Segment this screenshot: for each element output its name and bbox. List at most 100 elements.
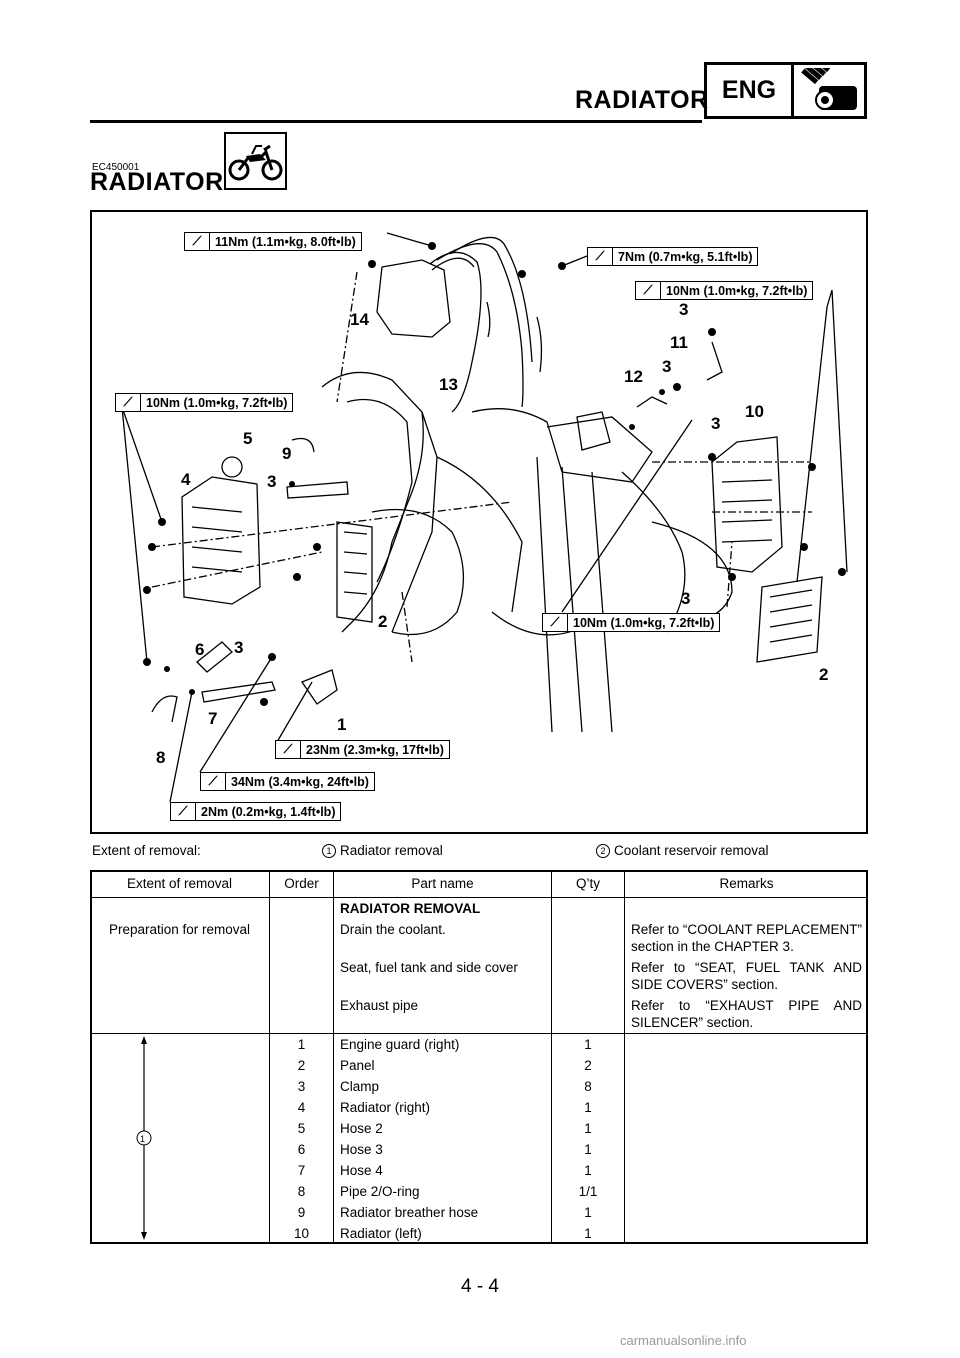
table-row: Preparation for removal Drain the coolan… [90,919,868,957]
torque-spec-4: ⟋10Nm (1.0m•kg, 7.2ft•lb) [115,393,294,412]
part-cell: Engine guard (right) [333,1033,552,1055]
exploded-view-diagram: ⟋11Nm (1.1m•kg, 8.0ft•lb) ⟋7Nm (0.7m•kg,… [90,210,868,834]
qty-cell: 8 [551,1076,625,1097]
table-row: RADIATOR REMOVAL [90,897,868,919]
prep-part: Drain the coolant. [333,919,552,957]
qty-cell: 1 [551,1033,625,1055]
callout-9: 9 [282,444,292,463]
part-cell: Hose 4 [333,1160,552,1181]
wrench-icon: ⟋ [588,248,613,265]
order-cell: 5 [269,1118,334,1139]
callout-8: 8 [156,748,166,767]
col-header-extent: Extent of removal [90,870,270,898]
callout-12: 12 [624,367,643,386]
parts-table: Extent of removal Order Part name Q’ty R… [90,870,868,1244]
extent-range-cell: 1 [90,1033,270,1244]
eng-badge-label: ENG [707,65,794,116]
part-cell: Panel [333,1055,552,1076]
extent-item-1-text: Radiator removal [340,843,443,858]
wrench-icon: ⟋ [276,741,301,758]
col-header-remarks: Remarks [624,870,868,898]
engine-icon [794,65,864,116]
callout-3: 3 [267,472,277,491]
wrench-icon: ⟋ [201,773,226,790]
callout-10: 10 [745,402,764,421]
qty-cell: 1 [551,1097,625,1118]
qty-cell: 1 [551,1202,625,1223]
qty-cell: 1 [551,1160,625,1181]
part-cell: Clamp [333,1076,552,1097]
torque-spec-7: ⟋34Nm (3.4m•kg, 24ft•lb) [200,772,375,791]
table-header-row: Extent of removal Order Part name Q’ty R… [90,870,868,898]
qty-cell: 2 [551,1055,625,1076]
wrench-icon: ⟋ [543,614,568,631]
part-cell: Hose 2 [333,1118,552,1139]
callout-5: 5 [243,429,253,448]
callout-13: 13 [439,375,458,394]
callout-3: 3 [681,589,691,608]
callout-6: 6 [195,640,205,659]
prep-remarks: Refer to “EXHAUST PIPE AND SILENCER” sec… [631,998,862,1030]
wrench-icon: ⟋ [171,803,196,820]
col-header-order: Order [269,870,334,898]
part-cell: Pipe 2/O-ring [333,1181,552,1202]
qty-cell: 1 [551,1118,625,1139]
order-cell: 3 [269,1076,334,1097]
diagram-drawing [121,232,848,803]
qty-cell: 1/1 [551,1181,625,1202]
eng-badge: ENG [704,62,867,119]
order-cell: 8 [269,1181,334,1202]
prep-remarks: Refer to “COOLANT REPLACEMENT” section i… [631,922,862,954]
callout-1: 1 [337,715,347,734]
wrench-icon: ⟋ [636,282,661,299]
marker-1-icon: 1 [322,844,336,858]
callout-3: 3 [711,414,721,433]
wrench-icon: ⟋ [185,233,210,250]
callout-11: 11 [670,333,688,352]
section-header-title: RADIATOR [575,86,709,114]
qty-cell: 1 [551,1223,625,1244]
callout-2: 2 [819,665,829,684]
torque-spec-5: ⟋10Nm (1.0m•kg, 7.2ft•lb) [542,613,721,632]
part-cell: Radiator breather hose [333,1202,552,1223]
callout-14: 14 [350,310,369,329]
callout-3: 3 [234,638,244,657]
part-cell: Radiator (left) [333,1223,552,1244]
col-header-part: Part name [333,870,552,898]
prep-part: Exhaust pipe [333,995,552,1034]
extent-item-2-text: Coolant reservoir removal [614,843,769,858]
torque-spec-3: ⟋10Nm (1.0m•kg, 7.2ft•lb) [635,281,814,300]
prep-label: Preparation for removal [90,919,270,957]
torque-spec-2: ⟋7Nm (0.7m•kg, 5.1ft•lb) [587,247,759,266]
torque-spec-1: ⟋11Nm (1.1m•kg, 8.0ft•lb) [184,232,362,251]
torque-spec-6: ⟋23Nm (2.3m•kg, 17ft•lb) [275,740,450,759]
motocross-bike-icon [224,132,287,190]
callout-3: 3 [662,357,672,376]
qty-cell: 1 [551,1139,625,1160]
callout-2: 2 [378,612,388,631]
table-row: Seat, fuel tank and side cover Refer to … [90,957,868,995]
part-cell: Hose 3 [333,1139,552,1160]
prep-part: Seat, fuel tank and side cover [333,957,552,995]
extent-label: Extent of removal: [92,843,201,858]
watermark: carmanualsonline.info [620,1333,747,1348]
part-cell: Radiator (right) [333,1097,552,1118]
wrench-icon: ⟋ [116,394,141,411]
order-cell: 7 [269,1160,334,1181]
col-header-qty: Q’ty [551,870,625,898]
callout-3: 3 [679,300,689,319]
callout-4: 4 [181,470,191,489]
page-number: 4 - 4 [460,1276,500,1297]
order-cell: 6 [269,1139,334,1160]
extent-marker: 1 [140,1134,146,1144]
extent-range-arrow [136,1036,152,1240]
doc-title: RADIATOR [90,168,224,196]
